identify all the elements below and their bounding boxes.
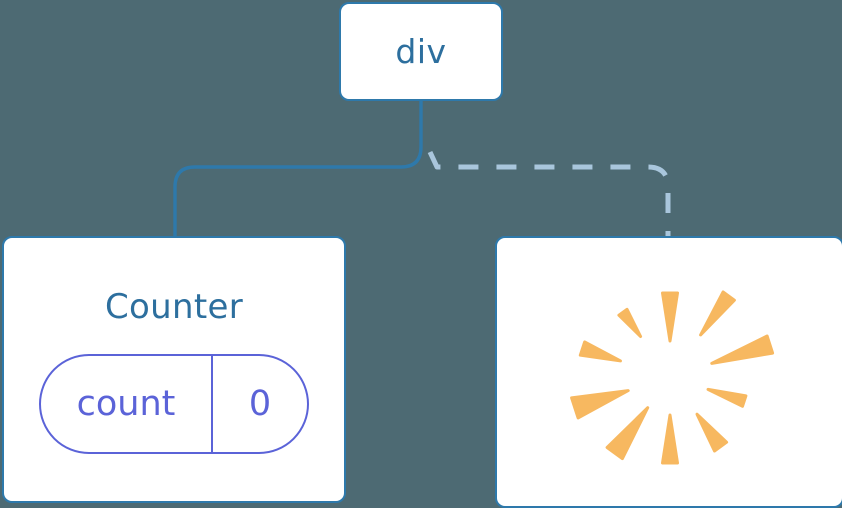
spinner-ray-2	[710, 334, 775, 365]
node-loading[interactable]	[495, 236, 842, 508]
spinner-ray-8	[578, 340, 622, 363]
node-counter-label: Counter	[105, 287, 243, 327]
state-value: 0	[248, 384, 272, 424]
node-div[interactable]: div	[339, 2, 503, 101]
spinner-ray-4	[695, 412, 729, 453]
spinner-ray-9	[617, 307, 643, 338]
spinner-ray-7	[570, 389, 630, 420]
spinner-ray-0	[661, 291, 679, 343]
sparkle-burst-spinner-icon	[570, 290, 775, 465]
spinner-ray-6	[605, 406, 650, 461]
node-div-label: div	[395, 32, 447, 71]
connector-div-to-loading	[427, 150, 671, 238]
spinner-ray-3	[706, 387, 748, 408]
spinner-ray-1	[699, 290, 736, 337]
state-key: count	[41, 356, 213, 452]
connector-div-to-counter	[173, 98, 423, 240]
state-pill[interactable]: count 0	[39, 354, 309, 454]
node-counter[interactable]: Counter count 0	[2, 236, 346, 503]
spinner-ray-5	[661, 413, 679, 465]
